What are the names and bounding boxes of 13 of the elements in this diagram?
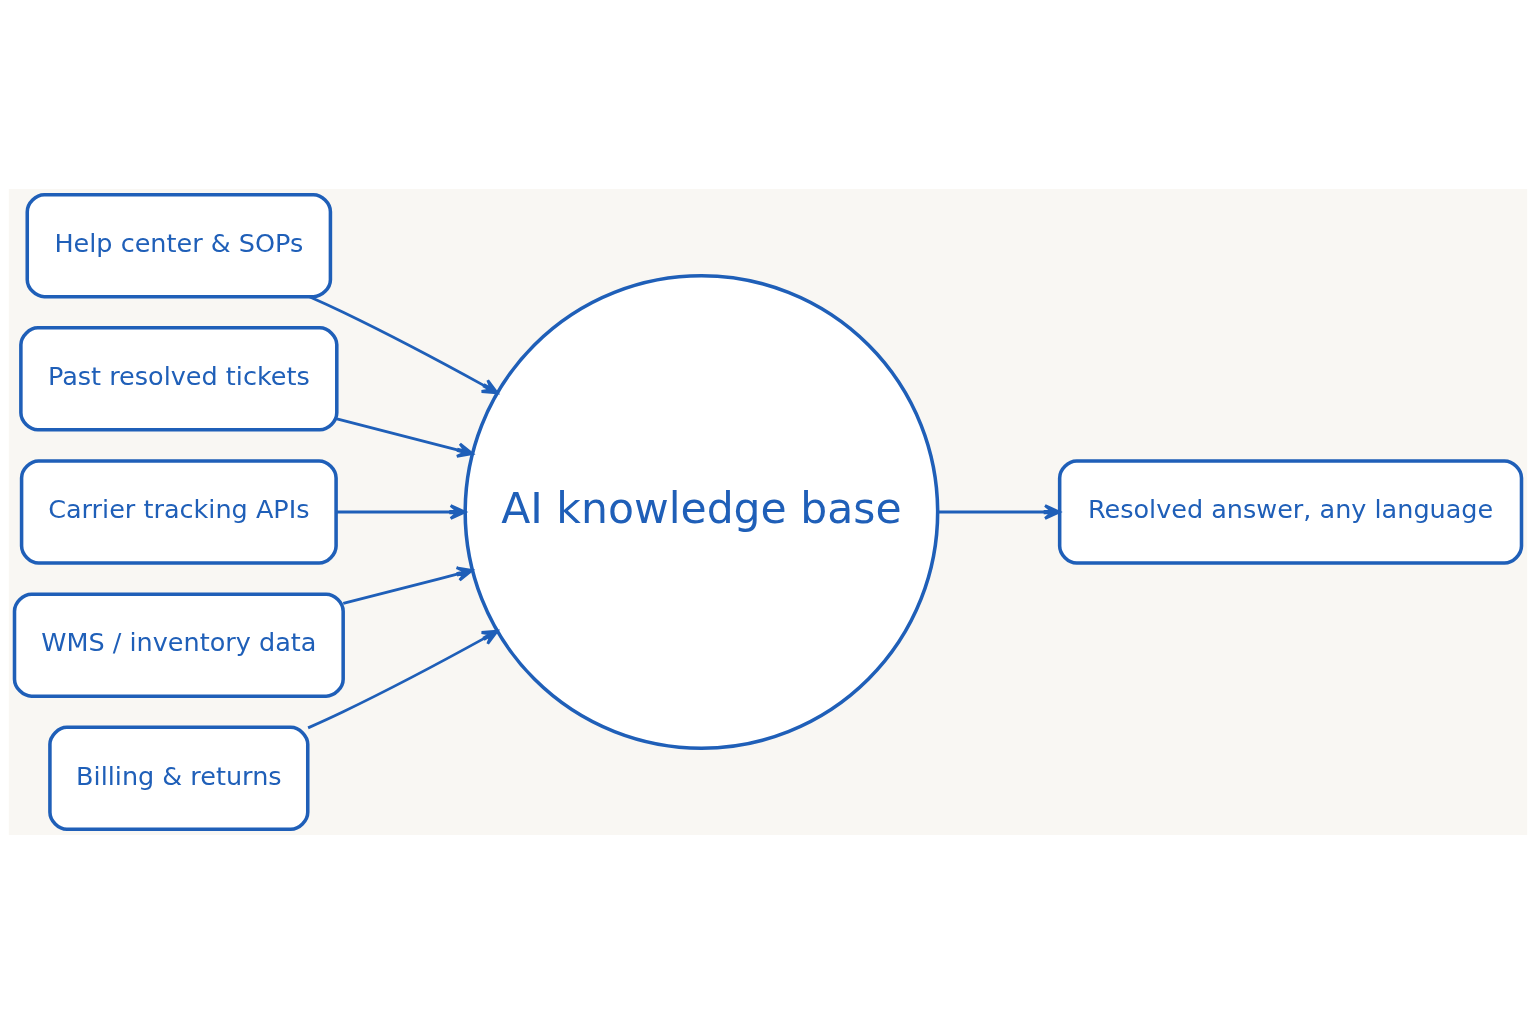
node-box: WMS / inventory data: [12, 592, 345, 698]
arrow: [336, 417, 474, 458]
node-box: Past resolved tickets: [19, 326, 339, 432]
node-box: Resolved answer, any language: [1057, 459, 1524, 565]
arrow: [308, 295, 499, 395]
arrow: [307, 629, 499, 730]
arrow: [342, 566, 474, 605]
node-box: Billing & returns: [48, 725, 310, 832]
node-box: Help center & SOPs: [25, 192, 333, 299]
arrow: [336, 504, 467, 520]
arrow: [937, 504, 1061, 520]
node-circle: AI knowledge base: [463, 274, 940, 750]
node-box: Carrier tracking APIs: [19, 459, 338, 565]
